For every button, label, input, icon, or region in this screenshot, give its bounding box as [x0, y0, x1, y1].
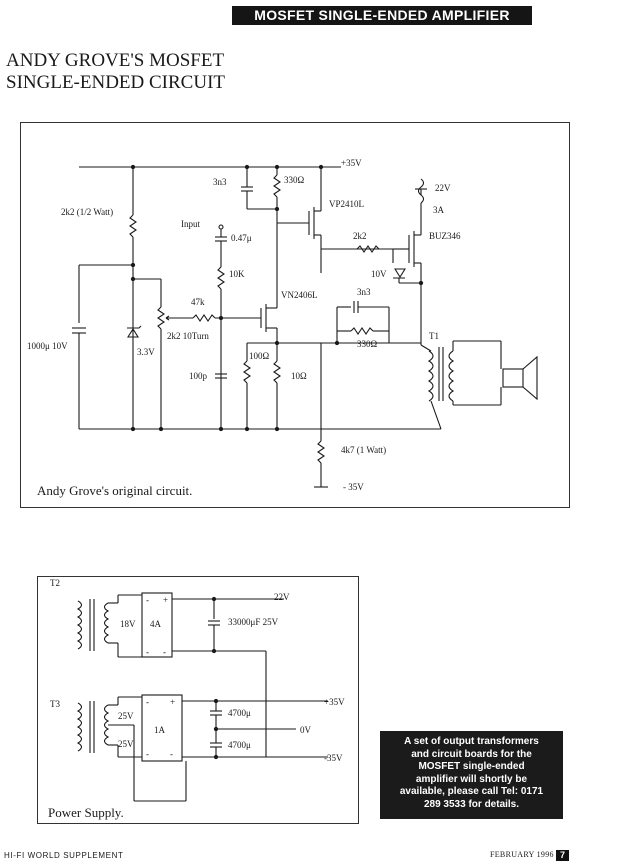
label-pos35: +35V — [324, 697, 345, 707]
availability-notice: A set of output transformers and circuit… — [380, 731, 563, 819]
label-t3: T3 — [50, 699, 60, 709]
resistor-330-feedback — [350, 327, 374, 335]
label-pot-2k2: 2k2 10Turn — [167, 331, 209, 341]
label-bridge2-minus: - — [146, 697, 149, 707]
circuit-caption: Andy Grove's original circuit. — [37, 483, 192, 498]
label-1a: 1A — [154, 725, 166, 735]
footer-date: FEBRUARY 1996 — [490, 850, 554, 859]
label-1000u: 1000μ 10V — [27, 341, 68, 351]
resistor-100 — [243, 360, 251, 384]
label-22v: 22V — [435, 183, 451, 193]
fuse-3a — [417, 178, 425, 204]
label-18v: 18V — [120, 619, 136, 629]
notice-line1: A set of output transformers — [404, 736, 539, 747]
power-supply-figure: T2 18V 4A - + - - 22V 33000μF 25V T3 25V… — [37, 576, 359, 824]
label-buz346: BUZ346 — [429, 231, 461, 241]
transformer-t2 — [76, 599, 110, 651]
resistor-2k2-gate — [356, 245, 380, 253]
label-input: Input — [181, 219, 200, 229]
zener-3v3 — [127, 325, 142, 338]
power-supply-caption: Power Supply. — [48, 805, 124, 820]
resistor-4k7 — [317, 440, 325, 464]
label-bridge2-plus: + — [170, 697, 175, 707]
notice-line4: amplifier will shortly be — [415, 773, 528, 785]
transformer-t3 — [76, 701, 110, 753]
speaker-icon — [502, 355, 538, 401]
label-25v-a: 25V — [118, 711, 134, 721]
transformer-t1 — [427, 347, 455, 402]
label-2k2-gate: 2k2 — [353, 231, 367, 241]
label-33000u: 33000μF 25V — [228, 617, 279, 627]
article-title: ANDY GROVE'S MOSFET SINGLE-ENDED CIRCUIT — [6, 50, 225, 94]
label-bridge1-minus2: - — [146, 647, 149, 657]
pot-2k2-10turn — [157, 306, 165, 330]
mosfet-buz346 — [408, 231, 421, 267]
label-0v: 0V — [300, 725, 312, 735]
label-25v-b: 25V — [118, 739, 134, 749]
power-supply-schematic: T2 18V 4A - + - - 22V 33000μF 25V T3 25V… — [48, 578, 345, 820]
page-number: 7 — [556, 850, 569, 861]
label-10k: 10K — [229, 269, 245, 279]
notice-line2: and circuit boards for the — [411, 748, 532, 760]
label-supply-pos: +35V — [341, 158, 362, 168]
label-bridge1-plus: + — [163, 595, 168, 605]
input-terminal — [218, 224, 224, 230]
resistor-2k2-half-watt — [129, 214, 137, 238]
notice-line3: MOSFET single-ended — [418, 761, 525, 772]
label-vn2406l: VN2406L — [281, 290, 318, 300]
label-3n3-top: 3n3 — [213, 177, 227, 187]
mosfet-vn2406l — [260, 304, 277, 332]
label-vp2410l: VP2410L — [329, 199, 364, 209]
zener-10v — [393, 268, 406, 279]
label-10v: 10V — [371, 269, 387, 279]
mosfet-vp2410l — [308, 207, 321, 239]
label-4k7: 4k7 (1 Watt) — [341, 445, 386, 455]
label-3n3-feedback: 3n3 — [357, 287, 371, 297]
label-3a: 3A — [433, 205, 445, 215]
label-4700u-bottom: 4700μ — [228, 740, 251, 750]
label-bridge1-minus: - — [146, 595, 149, 605]
footer-publication: HI-FI WORLD SUPPLEMENT — [4, 851, 124, 860]
label-100: 100Ω — [249, 351, 270, 361]
bridge-rectifier-4a — [141, 592, 173, 658]
label-4a: 4A — [150, 619, 162, 629]
label-bridge2-minus2: - — [146, 749, 149, 759]
notice-line5: available, please call Tel: 0171 — [399, 786, 544, 797]
article-title-line1: ANDY GROVE'S MOSFET — [6, 50, 225, 71]
label-330-top: 330Ω — [284, 175, 305, 185]
resistor-10 — [273, 360, 281, 384]
label-2k2-half-watt: 2k2 (1/2 Watt) — [61, 207, 113, 217]
label-47k: 47k — [191, 297, 205, 307]
label-10: 10Ω — [291, 371, 307, 381]
bridge-rectifier-1a — [141, 694, 183, 762]
label-047u: 0.47μ — [231, 233, 252, 243]
original-circuit-schematic: +35V 3n3 330Ω VP2410L 22V 3A BUZ346 2k2 … — [27, 158, 538, 498]
label-t2: T2 — [50, 578, 60, 588]
label-bridge2-minus3: - — [170, 749, 173, 759]
resistor-10k — [217, 266, 225, 290]
label-100p: 100p — [189, 371, 208, 381]
original-circuit-figure: +35V 3n3 330Ω VP2410L 22V 3A BUZ346 2k2 … — [20, 122, 570, 508]
label-330-feedback: 330Ω — [357, 339, 378, 349]
label-neg35: -35V — [324, 753, 343, 763]
resistor-330-top — [273, 174, 281, 198]
label-22v: 22V — [274, 592, 290, 602]
notice-line6: 289 3533 for details. — [423, 798, 520, 810]
label-supply-neg: - 35V — [343, 482, 364, 492]
section-header: MOSFET SINGLE-ENDED AMPLIFIER — [232, 6, 532, 25]
label-3v3: 3.3V — [137, 347, 155, 357]
label-4700u-top: 4700μ — [228, 708, 251, 718]
label-bridge1-minus3: - — [163, 647, 166, 657]
article-title-line2: SINGLE-ENDED CIRCUIT — [6, 72, 226, 93]
label-t1: T1 — [429, 331, 439, 341]
resistor-47k — [192, 314, 216, 322]
